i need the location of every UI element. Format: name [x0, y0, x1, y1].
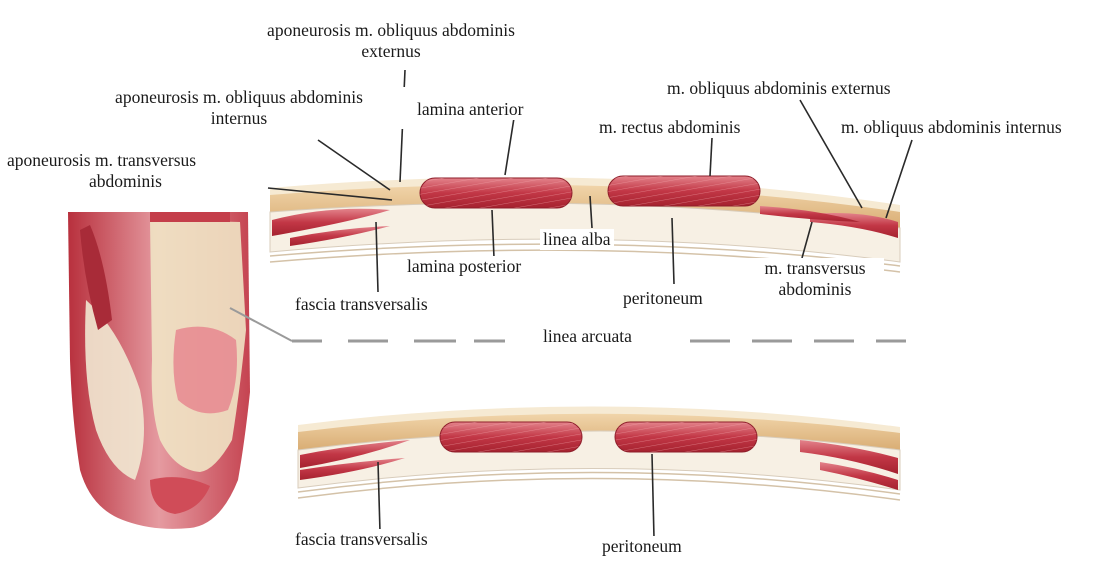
label-peritoneum-upper: peritoneum — [620, 288, 706, 309]
label-line-2: abdominis — [749, 279, 881, 300]
label-line-1: aponeurosis m. obliquus abdominis — [69, 87, 409, 108]
lower-cross-section — [298, 406, 900, 500]
label-lamina-anterior: lamina anterior — [414, 99, 526, 120]
label-obliquus-externus: m. obliquus abdominis externus — [664, 78, 894, 99]
label-linea-alba: linea alba — [540, 229, 614, 250]
label-linea-arcuata: linea arcuata — [540, 326, 635, 347]
label-line-2: abdominis — [3, 171, 267, 192]
label-peritoneum-lower: peritoneum — [599, 536, 685, 557]
label-transversus-abdominis: m. transversus abdominis — [746, 258, 884, 300]
label-line-2: internus — [69, 108, 409, 129]
label-line-1: aponeurosis m. obliquus abdominis — [219, 20, 563, 41]
label-fascia-transversalis-upper: fascia transversalis — [292, 294, 431, 315]
torso-illustration — [68, 212, 250, 529]
label-rectus-abdominis: m. rectus abdominis — [596, 117, 743, 138]
label-line-1: aponeurosis m. transversus — [3, 150, 267, 171]
label-line-1: m. transversus — [749, 258, 881, 279]
label-obliquus-internus: m. obliquus abdominis internus — [838, 117, 1065, 138]
label-aponeurosis-obliquus-externus: aponeurosis m. obliquus abdominis extern… — [216, 20, 566, 62]
label-aponeurosis-obliquus-internus: aponeurosis m. obliquus abdominis intern… — [66, 87, 412, 129]
label-aponeurosis-transversus: aponeurosis m. transversus abdominis — [0, 150, 270, 192]
label-fascia-transversalis-lower: fascia transversalis — [292, 529, 431, 550]
label-line-2: externus — [219, 41, 563, 62]
label-lamina-posterior: lamina posterior — [404, 256, 524, 277]
